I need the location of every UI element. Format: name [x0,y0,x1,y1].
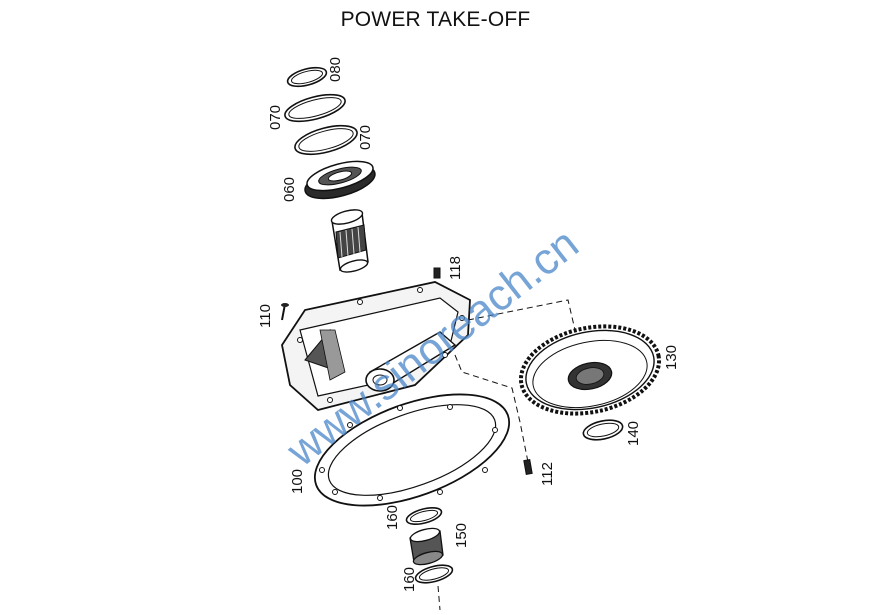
label-110: 110 [257,304,274,328]
label-140: 140 [625,421,642,446]
part-112-pin [523,459,533,475]
part-060-bearing [304,160,376,200]
part-080-snap-ring [286,66,328,88]
part-160-ring-upper [405,506,443,526]
part-150-bearing [409,527,444,566]
label-070-lower: 070 [357,125,374,150]
part-070-ring-upper [284,93,346,123]
label-080: 080 [327,57,344,82]
label-160-lower: 160 [401,567,418,592]
part-shaft [330,209,369,273]
assembly-guide-lines [454,299,576,463]
page-title: POWER TAKE-OFF [340,8,531,31]
part-070-ring-lower [294,124,358,156]
label-070-upper: 070 [267,105,284,130]
part-100-gasket [313,393,511,507]
label-150: 150 [453,523,470,548]
part-160-ring-lower [414,564,454,611]
part-housing [281,281,471,411]
label-130: 130 [663,345,680,370]
label-118: 118 [447,256,464,280]
label-160-upper: 160 [384,505,401,530]
part-118-pin [433,267,441,279]
label-112: 112 [539,462,556,486]
label-100: 100 [289,469,306,494]
part-130-gear [518,324,662,416]
label-060: 060 [281,177,298,202]
part-140-ring [582,419,624,441]
part-110-bolt [281,303,289,321]
